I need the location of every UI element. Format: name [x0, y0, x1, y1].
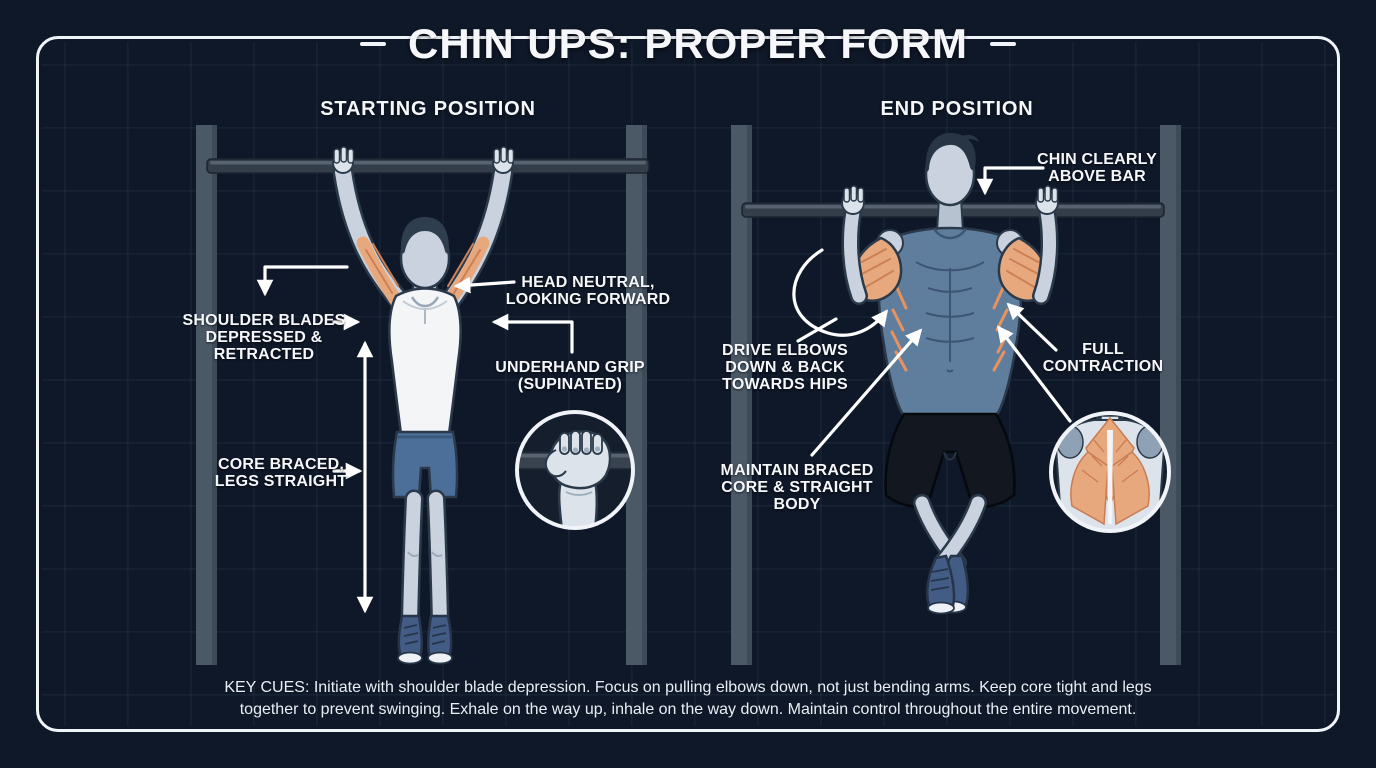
- label-chin-above-bar: CHIN CLEARLY ABOVE BAR: [1036, 151, 1158, 185]
- full-contraction-arrow: [1006, 302, 1058, 352]
- label-core-braced: CORE BRACED, LEGS STRAIGHT: [214, 456, 348, 490]
- page-title: CHIN UPS: PROPER FORM: [407, 20, 969, 67]
- hands-on-bar-start: [332, 146, 515, 174]
- heading-end-position: END POSITION: [880, 98, 1034, 120]
- label-head-neutral: HEAD NEUTRAL, LOOKING FORWARD: [505, 274, 671, 308]
- grid-background: [42, 42, 1334, 726]
- shoe-right: [426, 614, 453, 665]
- label-underhand-grip: UNDERHAND GRIP (SUPINATED): [495, 359, 645, 393]
- label-shoulder-blades: SHOULDER BLADES DEPRESSED & RETRACTED: [182, 312, 346, 363]
- back-muscles-inset: [1049, 411, 1171, 533]
- underhand-grip-inset: [515, 410, 635, 530]
- shoulder-blades-pointer-line: [256, 265, 349, 297]
- label-maintain-core: MAINTAIN BRACED CORE & STRAIGHT BODY: [720, 462, 874, 513]
- supinated-grip-icon: [517, 430, 633, 528]
- pullup-bar-left: [206, 158, 650, 174]
- label-full-contraction: FULL CONTRACTION: [1042, 341, 1164, 375]
- key-cues-text: KEY CUES: Initiate with shoulder blade d…: [224, 679, 1152, 719]
- end-figure: [841, 133, 1059, 615]
- underhand-grip-pointer-line: [491, 313, 574, 354]
- title-right-dash: [990, 42, 1017, 46]
- crossed-shoes: [926, 554, 970, 615]
- heading-starting-position: STARTING POSITION: [320, 98, 536, 120]
- head-neutral-arrow: [453, 276, 516, 294]
- chin-above-bar-pointer-line: [976, 166, 1045, 196]
- drive-elbows-curved-arrow: [792, 248, 889, 337]
- shoe-left: [397, 614, 424, 665]
- maintain-core-arrow: [810, 328, 923, 457]
- hands-on-bar-end: [841, 185, 1059, 215]
- title-row: CHIN UPS: PROPER FORM: [0, 20, 1376, 68]
- title-left-dash: [359, 42, 386, 46]
- starting-figure: [332, 146, 515, 665]
- back-inset-arrow: [996, 325, 1072, 423]
- pullup-rack-left: [196, 125, 650, 665]
- label-drive-elbows: DRIVE ELBOWS DOWN & BACK TOWARDS HIPS: [722, 342, 848, 393]
